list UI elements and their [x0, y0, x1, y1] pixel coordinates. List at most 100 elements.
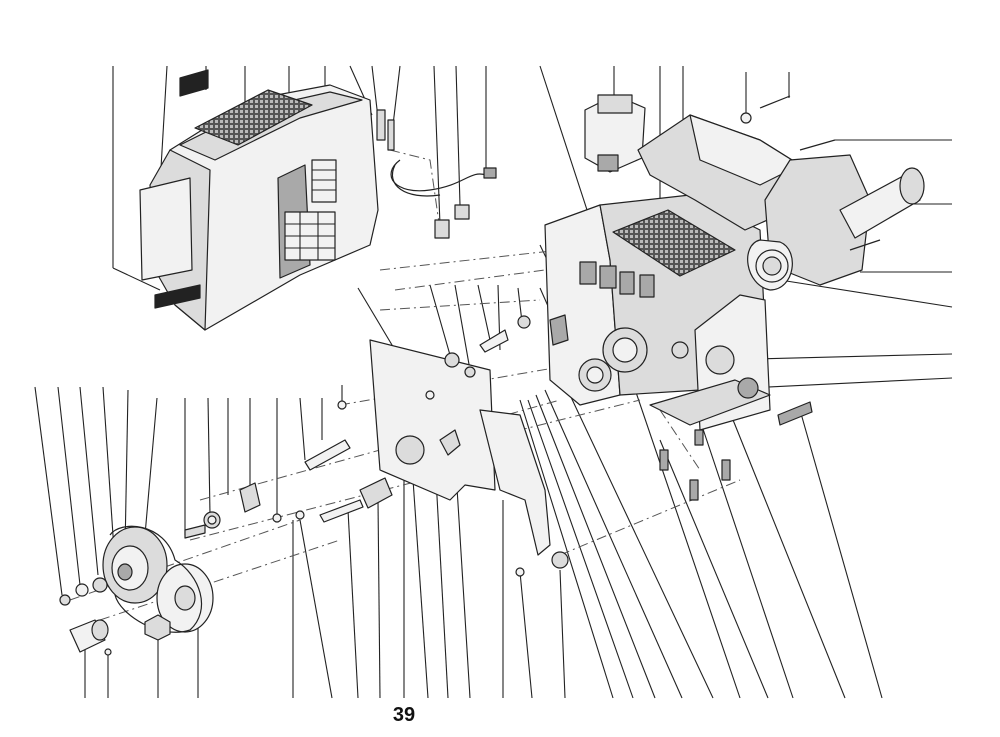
- leader-line: [347, 509, 359, 699]
- vent-grille-top: [194, 89, 313, 146]
- leader-line: [299, 397, 306, 461]
- bracket: [376, 109, 386, 141]
- cord-clamp: [454, 204, 470, 220]
- mounting-plate-large: [369, 339, 496, 501]
- mounting-plate-arm: [479, 409, 551, 556]
- screw-head: [425, 390, 435, 400]
- screw-head: [515, 567, 525, 577]
- small-pulley-bore: [117, 563, 133, 581]
- leader-line: [477, 284, 491, 341]
- nut: [59, 594, 71, 606]
- switch-terminals: [597, 154, 619, 172]
- leader-line: [112, 267, 161, 291]
- terminal-block: [599, 265, 617, 289]
- leader-line: [79, 386, 99, 576]
- foot-bolt: [659, 449, 669, 471]
- plate-lever: [439, 429, 461, 456]
- leader-line: [371, 65, 379, 119]
- leader-line: [34, 386, 63, 596]
- leader-line: [377, 499, 381, 699]
- power-cord: [390, 159, 487, 192]
- shaft: [304, 439, 351, 471]
- pulley-drive: [59, 525, 214, 656]
- leader-line: [102, 386, 116, 566]
- foot-bolt: [694, 429, 704, 446]
- leader-line: [779, 279, 953, 308]
- leader-line: [747, 377, 953, 389]
- rotor-end: [899, 167, 925, 205]
- label-cells: [311, 159, 337, 203]
- shaft: [319, 499, 364, 523]
- hex-nut: [144, 614, 171, 641]
- phantom-line: [379, 299, 541, 311]
- bearing-bore: [612, 337, 638, 363]
- screw: [849, 239, 881, 251]
- adjust-knob: [737, 377, 759, 399]
- bearing-bore: [586, 366, 604, 384]
- leader-line: [519, 399, 614, 699]
- leader-line: [454, 284, 471, 371]
- screw: [799, 139, 836, 151]
- knob: [551, 551, 569, 569]
- leader-line: [527, 399, 634, 699]
- set-screw: [104, 648, 112, 656]
- front-label-band: [154, 284, 201, 309]
- leader-line: [519, 571, 533, 699]
- cord-clamp: [434, 219, 450, 239]
- phantom-line: [394, 267, 561, 291]
- nameplate: [777, 401, 813, 426]
- motor-shaft: [762, 256, 782, 276]
- bearing-bore: [207, 515, 217, 525]
- leader-line: [144, 397, 158, 536]
- clamp: [549, 314, 569, 346]
- nut: [92, 577, 108, 593]
- warning-label-grid: [284, 159, 337, 261]
- screw-head: [337, 400, 347, 410]
- phantom-line: [419, 399, 641, 456]
- leader-line: [392, 65, 401, 126]
- switch-top: [597, 94, 633, 114]
- leader-line: [724, 399, 846, 699]
- motor-body: [764, 154, 871, 286]
- machine-cover: [139, 69, 379, 331]
- switch-guard-motor: [584, 94, 925, 291]
- spring: [184, 524, 206, 539]
- leader-line: [455, 65, 461, 206]
- leader-line: [124, 389, 129, 551]
- mounting-plates: [369, 339, 551, 556]
- leader-line: [433, 65, 441, 226]
- large-pulley-hub: [174, 585, 196, 611]
- leader-line: [699, 419, 794, 699]
- leader-line: [207, 397, 211, 516]
- end-cap-face: [91, 619, 109, 641]
- terminal-block: [639, 274, 655, 298]
- leader-line: [544, 389, 683, 699]
- foot-bolt: [689, 479, 699, 501]
- plate-cam: [395, 435, 425, 465]
- leader-line: [799, 409, 883, 699]
- leader-line: [659, 439, 769, 699]
- leader-line: [434, 459, 449, 699]
- washer: [740, 112, 752, 124]
- nut: [444, 352, 460, 368]
- spindle-nose: [705, 345, 735, 375]
- washer: [75, 583, 89, 597]
- leader-line: [569, 394, 714, 699]
- front-control-label: [139, 177, 193, 281]
- pin: [479, 329, 509, 353]
- leader-line: [535, 394, 656, 699]
- terminal-block: [579, 261, 597, 285]
- power-cord-loop: [391, 164, 441, 197]
- washer: [464, 366, 476, 378]
- screw: [759, 95, 791, 109]
- bushing: [359, 477, 393, 509]
- plug: [483, 167, 497, 179]
- vent-grille-housing: [612, 209, 736, 277]
- leader-line: [57, 386, 81, 586]
- page-number: 39: [392, 704, 416, 726]
- link-plate: [239, 482, 261, 513]
- phantom-line: [559, 479, 741, 556]
- screw-head: [272, 513, 282, 523]
- screw-head: [295, 510, 305, 520]
